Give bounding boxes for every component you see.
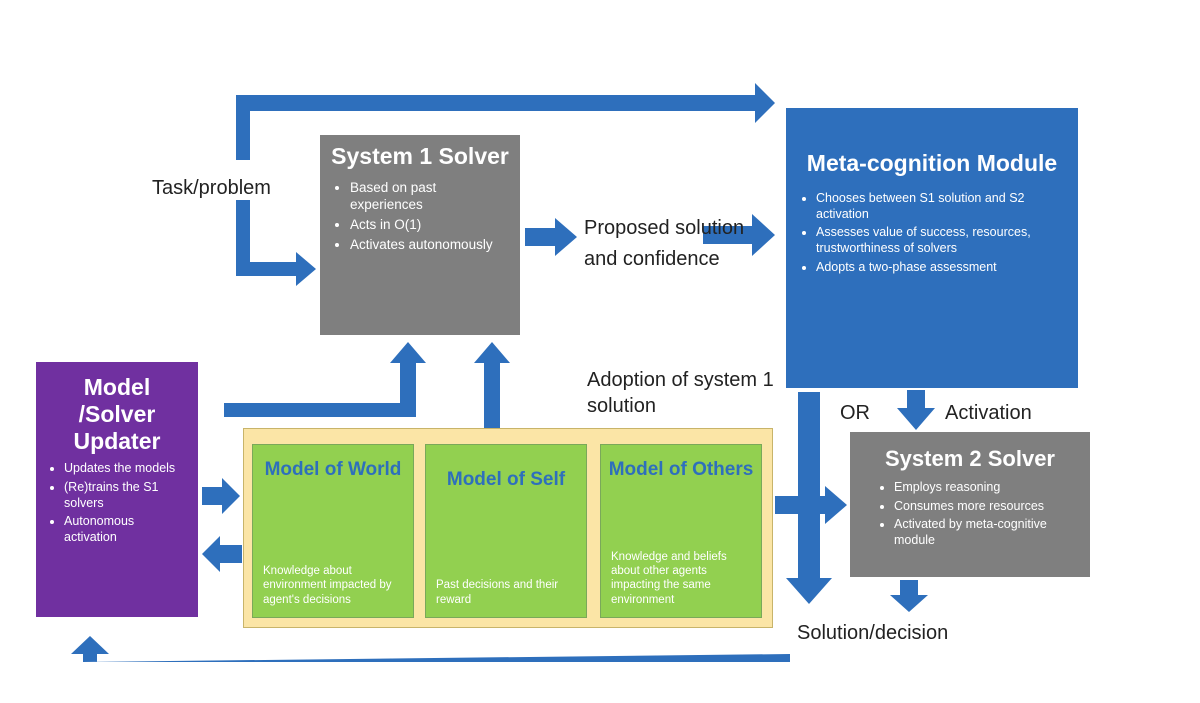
model-of-self-box: Model of Self Past decisions and their r…: [425, 444, 587, 618]
activation-label: Activation: [945, 402, 1032, 424]
system1-solver-box: System 1 Solver Based on past experience…: [320, 135, 520, 335]
meta-cognition-box: Meta-cognition Module Chooses between S1…: [786, 108, 1078, 388]
system1-bullets: Based on past experiences Acts in O(1) A…: [328, 180, 512, 254]
meta-bullet: Assesses value of success, resources, tr…: [816, 225, 1068, 256]
updater-bullet: Updates the models: [64, 461, 190, 477]
or-label: OR: [840, 402, 870, 424]
model-description: Knowledge and beliefs about other agents…: [611, 550, 727, 606]
arrow-models-to-system2: [775, 486, 847, 524]
arrow-updater-to-models: [202, 478, 240, 514]
system2-solver-box: System 2 Solver Employs reasoning Consum…: [850, 432, 1090, 577]
system1-bullet: Activates autonomously: [350, 237, 512, 254]
system2-title: System 2 Solver: [885, 446, 1055, 471]
arrow-system1-to-proposed: [525, 218, 577, 256]
arrow-feedback-to-updater: [71, 636, 790, 662]
updater-bullet: Autonomous activation: [64, 514, 190, 545]
model-solver-updater-box: Model /Solver Updater Updates the models…: [36, 362, 198, 617]
system1-bullet: Based on past experiences: [350, 180, 512, 214]
meta-bullet: Chooses between S1 solution and S2 activ…: [816, 191, 1068, 222]
system2-bullet: Activated by meta-cognitive module: [894, 517, 1080, 548]
meta-title: Meta-cognition Module: [806, 150, 1058, 176]
meta-bullet: Adopts a two-phase assessment: [816, 260, 1068, 276]
updater-bullet: (Re)trains the S1 solvers: [64, 480, 190, 511]
arrow-models-to-updater: [202, 536, 242, 572]
meta-bullets: Chooses between S1 solution and S2 activ…: [796, 191, 1068, 275]
system1-bullet: Acts in O(1): [350, 217, 512, 234]
model-title: Model of Others: [608, 459, 754, 480]
system2-bullet: Employs reasoning: [894, 480, 1080, 496]
adoption-label: Adoption of system 1 solution: [587, 369, 774, 417]
model-of-world-box: Model of World Knowledge about environme…: [252, 444, 414, 618]
arrow-task-to-meta: [236, 83, 775, 160]
arrow-proposed-to-meta: [703, 214, 775, 256]
arrow-updater-to-system1: [224, 342, 426, 417]
model-title: Model of Self: [446, 469, 566, 490]
updater-title: Model /Solver Updater: [73, 374, 161, 455]
arrow-models-to-system1: [474, 342, 510, 428]
arrow-system2-to-solution: [890, 580, 928, 612]
models-container: Model of World Knowledge about environme…: [243, 428, 773, 628]
system2-bullet: Consumes more resources: [894, 499, 1080, 515]
system2-bullets: Employs reasoning Consumes more resource…: [860, 480, 1080, 549]
updater-bullets: Updates the models (Re)trains the S1 sol…: [44, 461, 190, 545]
solution-label: Solution/decision: [797, 622, 949, 644]
model-title: Model of World: [264, 459, 402, 480]
proposed-label: Proposed solution and confidence: [584, 217, 745, 270]
model-description: Past decisions and their reward: [436, 579, 559, 606]
model-of-others-box: Model of Others Knowledge and beliefs ab…: [600, 444, 762, 618]
task-label: Task/problem: [152, 177, 271, 199]
arrow-meta-to-system2: [897, 390, 935, 430]
arrow-task-to-system1: [236, 200, 316, 286]
system1-title: System 1 Solver: [331, 143, 509, 169]
model-description: Knowledge about environment impacted by …: [263, 564, 392, 606]
